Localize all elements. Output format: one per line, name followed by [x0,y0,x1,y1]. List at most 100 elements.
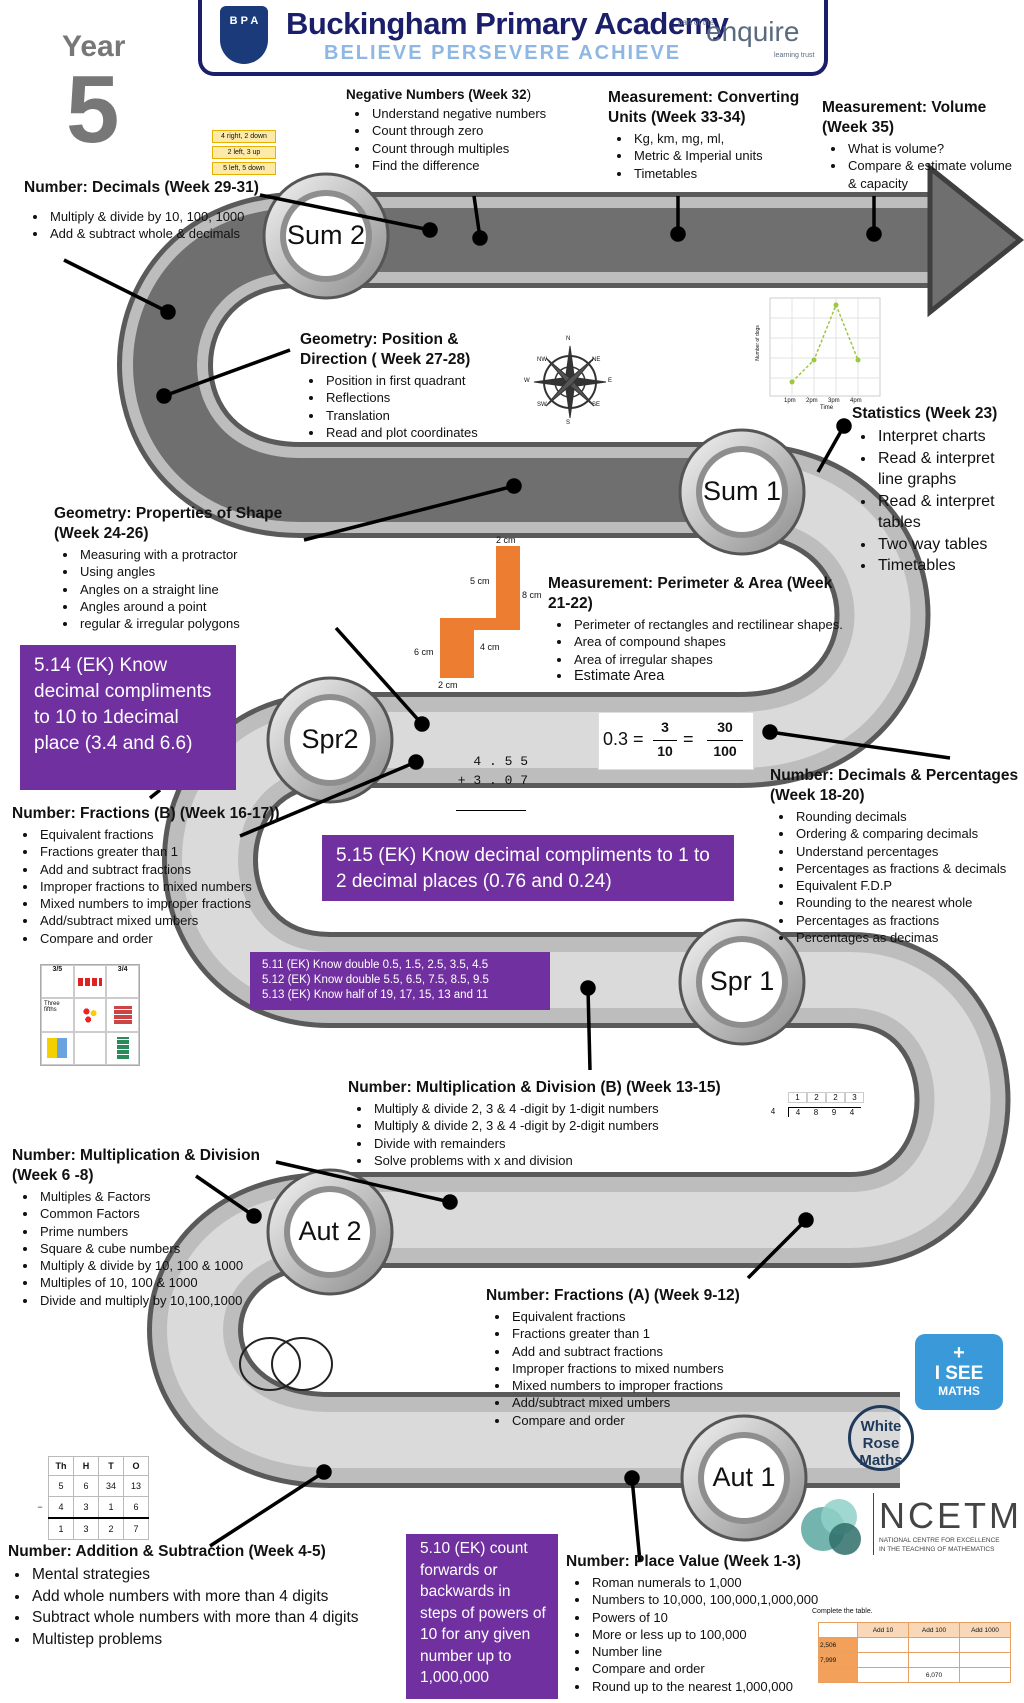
sub-cell: 34 [98,1475,124,1497]
topic-item: Rounding to the nearest whole [794,894,1024,911]
topic-item: Angles around a point [78,598,304,615]
table-title: Complete the table. [812,1608,873,1615]
fraction-card: 3/5 [41,965,74,999]
topic-item: regular & irregular polygons [78,615,304,632]
topic-title: Number: Place Value (Week 1-3) [566,1553,801,1570]
enquire-sub: learning trust [774,52,815,59]
direction-card: 5 left, 5 down [212,162,276,175]
topic-perimeter-21-22: Measurement: Perimeter & Area (Week 21-2… [548,574,858,685]
graph-xlabel: 2pm [806,398,818,404]
compass-icon [533,345,607,419]
topic-item: Compare & estimate volume & capacity [846,157,1012,192]
topic-title: Number: Addition & Subtraction (Week 4-5… [8,1543,326,1560]
short-division: 1 2 2 3 4 4 8 9 4 [764,1092,864,1136]
topic-item: Subtract whole numbers with more than 4 … [30,1607,408,1629]
fraction-card [106,998,139,1032]
sub-head: T [98,1456,124,1476]
topic-item: Compare and order [38,930,302,947]
pv-cell: 2,506 [818,1637,858,1653]
topic-item: Estimate Area [572,668,858,685]
fraction-card [41,1031,74,1065]
shape-label: 8 cm [522,590,542,600]
topic-item: Divide with remainders [372,1135,748,1152]
topic-item: Number line [590,1643,826,1660]
topic-item: Equivalent fractions [510,1308,786,1325]
header-banner: B P A Buckingham Primary Academy BELIEVE… [198,0,828,76]
sub-cell: 3 [73,1517,99,1540]
topic-fractions-b-16-17: Number: Fractions (B) (Week 16-17)) Equi… [12,804,302,947]
topic-item: Add/subtract mixed umbers [38,912,302,929]
pv-cell: 6,070 [908,1667,960,1683]
fraction-card [73,1031,107,1065]
div-divisor: 4 [770,1107,776,1116]
topic-title: Number: Decimals & Percentages (Week 18-… [770,767,1019,804]
topic-place-value-1-3: Number: Place Value (Week 1-3) Roman num… [566,1552,826,1695]
fraction-equals: = [683,729,694,749]
topic-title: Negative Numbers (Week 32 [346,87,527,102]
topic-item: Reflections [324,389,500,406]
pv-head: Add 10 [857,1622,909,1638]
topic-item: Add and subtract fractions [38,861,302,878]
topic-item: Find the difference [370,157,566,174]
topic-item: More or less up to 100,000 [590,1626,826,1643]
div-dividend: 9 [825,1107,843,1117]
ring-label-sum2: Sum 2 [286,220,366,250]
topic-item: Area of compound shapes [572,633,858,650]
graph-xlabel: 4pm [850,398,862,404]
plus-icon: + [953,1342,965,1364]
sub-cell: 6 [123,1496,149,1519]
div-dividend: 8 [807,1107,825,1117]
topic-item: Mixed numbers to improper fractions [510,1377,786,1394]
topic-item: Using angles [78,563,304,580]
ncetm-name: NCETM [879,1495,1022,1536]
topic-item: Add/subtract mixed umbers [510,1394,786,1411]
topic-title: Geometry: Position & Direction ( Week 27… [300,331,471,368]
topic-title: Number: Multiplication & Division (Week … [12,1147,261,1184]
topic-item: Compare and order [510,1412,786,1429]
enquire-name: enquire [706,16,800,47]
school-motto: BELIEVE PERSEVERE ACHIEVE [324,42,682,64]
ring-label-spr1: Spr 1 [709,966,775,996]
pv-cell [959,1637,1011,1653]
topic-item: Timetables [876,555,1022,577]
sub-head: H [73,1456,99,1476]
isee-maths-logo: + I SEE MATHS [915,1334,1003,1410]
pv-cell [908,1652,960,1668]
compass-w: W [524,378,530,384]
div-quotient: 3 [845,1092,864,1103]
topic-item: Multistep problems [30,1629,408,1651]
topic-item: Divide and multiply by 10,100,1000 [38,1292,282,1309]
fraction-den: 100 [713,743,737,759]
direction-cards: 4 right, 2 down 2 left, 3 up 5 left, 5 d… [212,130,276,175]
topic-title: Geometry: Properties of Shape (Week 24-2… [54,505,283,542]
ring-label-aut1: Aut 1 [712,1462,776,1492]
topic-item: Improper fractions to mixed numbers [510,1360,786,1377]
fraction-card [73,965,107,999]
topic-item: Mental strategies [30,1564,408,1586]
place-value-table: Add 10 Add 100 Add 1000 2,506 7,999 6,07… [818,1622,1011,1683]
topic-item: Read & interpret line graphs [876,448,1022,491]
topic-item: Square & cube numbers [38,1240,282,1257]
topic-title: Number: Fractions (B) (Week 16-17)) [12,805,280,822]
addition-top: 4 . 5 5 [473,754,528,769]
topic-title: Measurement: Perimeter & Area (Week 21-2… [548,575,833,612]
ncetm-logo: NCETM NATIONAL CENTRE FOR EXCELLENCE IN … [795,1493,1024,1561]
topic-item: Roman numerals to 1,000 [590,1574,826,1591]
ring-aut1 [680,1414,808,1542]
ek-line: 5.12 (EK) Know double 5.5, 6.5, 7.5, 8.5… [262,974,489,986]
sub-cell: 2 [98,1517,124,1540]
ncetm-sub: NATIONAL CENTRE FOR EXCELLENCE [879,1537,1000,1544]
isee-line1: I SEE [934,1363,984,1384]
topic-item: What is volume? [846,140,1012,157]
topic-title: Measurement: Converting Units (Week 33-3… [608,89,800,126]
compass-sw: SW [537,402,547,408]
sub-head: Th [48,1456,74,1476]
ring-label-aut2: Aut 2 [298,1216,362,1246]
ek-line: 5.11 (EK) Know double 0.5, 1.5, 2.5, 3.5… [262,959,489,971]
topic-item: Count through multiples [370,140,566,157]
topic-item: Area of irregular shapes [572,651,858,668]
compass-ne: NE [592,357,601,363]
topic-item: Ordering & comparing decimals [794,825,1024,842]
graph-xlabel: 3pm [828,398,840,404]
